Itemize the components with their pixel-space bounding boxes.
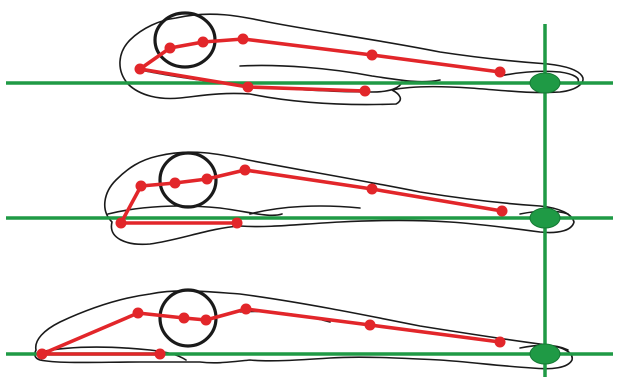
joint-node <box>243 82 254 93</box>
joint-node <box>198 37 209 48</box>
joint-node <box>202 174 213 185</box>
posture-panel-3 <box>35 290 572 369</box>
joint-node <box>360 86 371 97</box>
pivot-marker-3 <box>530 344 560 364</box>
body-outline-2 <box>105 152 574 244</box>
joint-node <box>155 349 166 360</box>
joint-node <box>367 184 378 195</box>
joint-node <box>232 218 243 229</box>
joint-node <box>495 67 506 78</box>
joint-node <box>116 218 127 229</box>
joint-node <box>240 165 251 176</box>
pivot-marker-2 <box>530 208 560 228</box>
posture-panel-2 <box>105 152 574 244</box>
joint-node <box>165 43 176 54</box>
joint-node <box>136 181 147 192</box>
joint-node <box>201 315 212 326</box>
joint-node <box>37 349 48 360</box>
joint-node <box>238 34 249 45</box>
joint-node <box>241 304 252 315</box>
joint-node <box>365 320 376 331</box>
joint-node <box>133 308 144 319</box>
joint-node <box>179 313 190 324</box>
joint-node <box>170 178 181 189</box>
joint-node <box>495 337 506 348</box>
reference-lines <box>6 24 613 377</box>
body-outline-3 <box>35 291 572 369</box>
pivot-marker-1 <box>530 73 560 93</box>
joint-node <box>135 64 146 75</box>
torso-fold-2 <box>250 206 360 214</box>
joint-node <box>367 50 378 61</box>
joint-node <box>497 206 508 217</box>
torso-fold-1 <box>240 65 440 81</box>
